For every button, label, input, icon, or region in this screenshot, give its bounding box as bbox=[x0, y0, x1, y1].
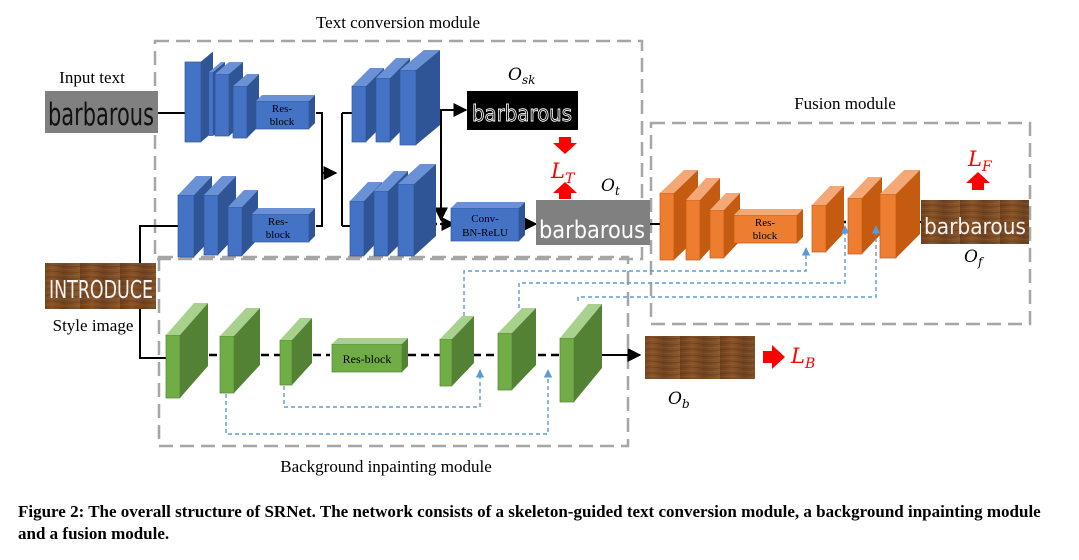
background-encoder bbox=[165, 303, 312, 399]
text-encoder-bottom: Res- block bbox=[177, 176, 315, 258]
background-decoder bbox=[439, 304, 602, 403]
res-block-bottom-line1: Res- bbox=[268, 216, 289, 228]
style-image-picture bbox=[45, 263, 156, 309]
input-text-image bbox=[45, 91, 158, 133]
style-image-label: Style image bbox=[53, 316, 134, 335]
res-block-fusion-line1: Res- bbox=[755, 217, 776, 229]
loss-lt-down-arrow bbox=[553, 137, 577, 154]
o-t-label: Ot bbox=[601, 176, 620, 198]
fusion-decoder bbox=[811, 170, 920, 259]
loss-lb: LB bbox=[763, 344, 815, 372]
background-inpainting-module-label: Background inpainting module bbox=[280, 457, 492, 476]
res-block-green-label: Res-block bbox=[343, 352, 392, 366]
o-sk-word: barbarous bbox=[472, 102, 572, 127]
o-t-word: barbarous bbox=[539, 216, 645, 244]
o-f-image bbox=[921, 200, 1029, 244]
input-text-word: barbarous bbox=[48, 97, 154, 133]
input-text: Input text barbarous bbox=[45, 68, 158, 133]
o-sk-label: Osk bbox=[508, 65, 535, 87]
loss-lb-label: LB bbox=[790, 344, 815, 372]
o-b-label: Ob bbox=[668, 389, 690, 411]
loss-lt-up-arrow bbox=[553, 182, 577, 199]
skeleton-decoder bbox=[351, 50, 440, 146]
loss-lf: LF bbox=[966, 147, 993, 190]
green-res-block: Res-block bbox=[331, 338, 408, 373]
conv-bn-relu-block: Conv- BN-ReLU bbox=[450, 202, 525, 242]
res-block-top-line1: Res- bbox=[272, 103, 293, 115]
loss-lt: LT bbox=[550, 137, 577, 199]
background-inpainting-module: Background inpainting module bbox=[157, 255, 630, 476]
input-text-label: Input text bbox=[59, 68, 125, 87]
figure-caption: Figure 2: The overall structure of SRNet… bbox=[18, 502, 1041, 543]
skip-connections bbox=[225, 225, 881, 435]
res-block-bottom-line2: block bbox=[266, 229, 291, 241]
conv-line2: BN-ReLU bbox=[462, 227, 508, 239]
o-f-word: barbarous bbox=[924, 215, 1026, 240]
text-decoder bbox=[349, 164, 436, 257]
loss-lt-label: LT bbox=[550, 159, 576, 187]
o-b-image bbox=[645, 336, 755, 379]
style-image: INTRODUCE Style image bbox=[45, 263, 156, 335]
o-sk-output: Osk barbarous bbox=[467, 65, 578, 130]
o-f-output: barbarous Of bbox=[921, 200, 1029, 269]
o-t-image bbox=[536, 200, 650, 245]
text-conversion-module: Text conversion module bbox=[153, 13, 644, 261]
text-encoder-top: Res- block bbox=[184, 51, 315, 143]
main-connectors bbox=[139, 103, 923, 362]
res-block-top-line2: block bbox=[270, 116, 295, 128]
loss-lf-label: LF bbox=[967, 147, 993, 175]
fusion-module-label: Fusion module bbox=[794, 94, 896, 113]
fusion-encoder: Res- block bbox=[659, 170, 803, 261]
o-sk-image bbox=[467, 91, 578, 130]
style-image-word: INTRODUCE bbox=[49, 275, 153, 304]
loss-lf-up-arrow bbox=[966, 172, 990, 190]
o-b-output: Ob bbox=[645, 336, 755, 411]
res-block-fusion-line2: block bbox=[753, 230, 778, 242]
o-t-output: Ot barbarous bbox=[536, 176, 650, 245]
loss-lb-arrow bbox=[763, 345, 785, 369]
o-f-label: Of bbox=[964, 247, 985, 269]
text-conversion-module-label: Text conversion module bbox=[316, 13, 480, 32]
conv-line1: Conv- bbox=[471, 213, 499, 225]
